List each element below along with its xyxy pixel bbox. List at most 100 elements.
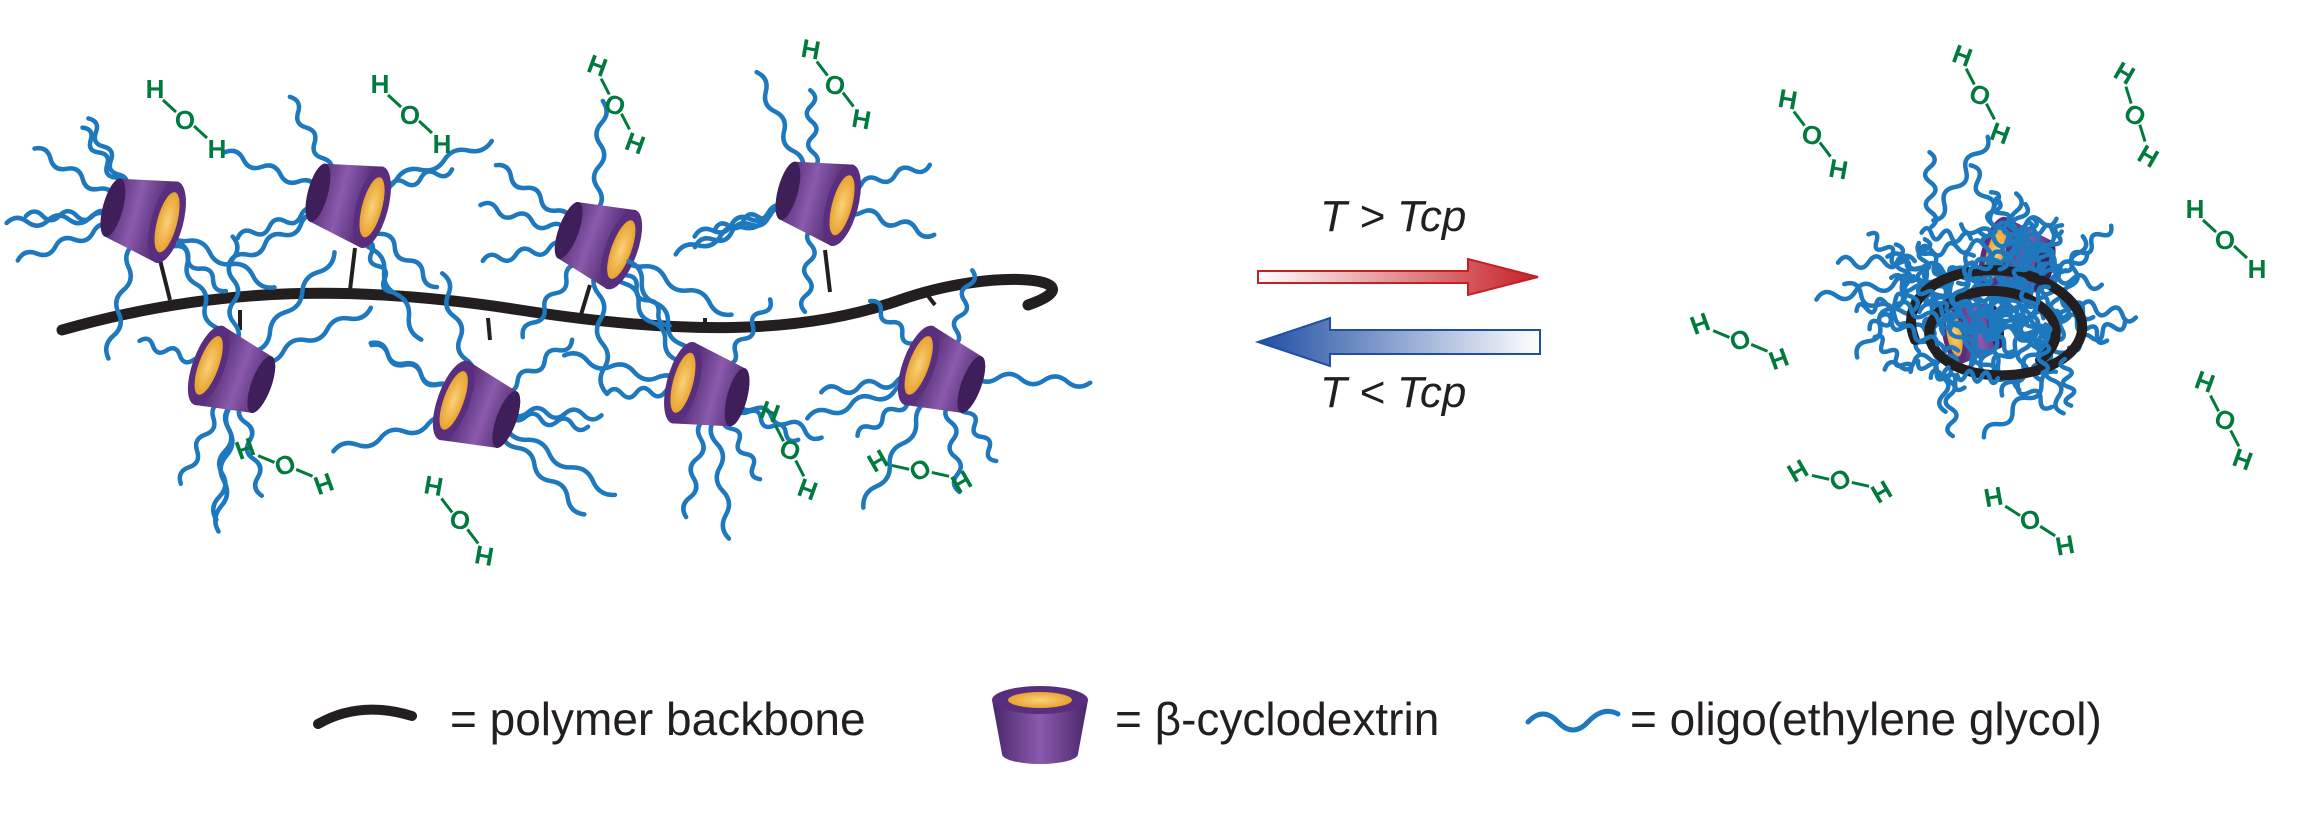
- water-molecule: OHH: [231, 431, 338, 501]
- cyclodextrin-icon: [775, 161, 861, 247]
- oeg-chain: [1915, 237, 1933, 295]
- cyclodextrin-narrow-end: [554, 202, 583, 259]
- oeg-chain: [735, 399, 824, 442]
- cyclodextrin-cavity: [359, 177, 385, 238]
- cyclodextrin-icon: [432, 360, 521, 448]
- water-bond: [2039, 525, 2056, 538]
- water-hydrogen: H: [850, 103, 874, 136]
- oeg-chain: [1948, 293, 2003, 333]
- water-bond: [2201, 218, 2218, 234]
- water-hydrogen: H: [583, 48, 611, 83]
- oeg-chain: [1976, 302, 2072, 333]
- legend-backbone-icon: [313, 704, 417, 729]
- oeg-chain: [591, 98, 609, 213]
- oeg-chain: [480, 240, 568, 264]
- oeg-chain: [222, 148, 320, 192]
- oeg-chain: [23, 208, 113, 223]
- cyclodextrin-icon: [897, 325, 986, 413]
- water-molecule: OHH: [2109, 55, 2164, 173]
- water-bond: [161, 98, 178, 114]
- oeg-chain: [721, 413, 763, 482]
- legend-oeg-label: = oligo(ethylene glycol): [1630, 693, 2102, 745]
- oeg-chain: [861, 398, 932, 510]
- oeg-chain: [1915, 240, 1962, 299]
- oeg-chain: [503, 423, 618, 498]
- water-hydrogen: H: [2053, 529, 2077, 562]
- water-hydrogen: H: [1827, 153, 1851, 186]
- oeg-chain: [1916, 238, 1986, 258]
- oeg-chain: [1872, 333, 1914, 375]
- oeg-chain: [609, 262, 681, 363]
- oeg-chain: [2035, 223, 2065, 276]
- oeg-chain: [804, 87, 821, 171]
- oeg-chain: [561, 351, 684, 386]
- cyclodextrin-cavity: [1008, 692, 1072, 708]
- cyclodextrin-narrow-end: [100, 178, 126, 237]
- water-oxygen: O: [400, 100, 420, 130]
- legend-backbone-label: = polymer backbone: [450, 693, 866, 745]
- oeg-chain: [498, 428, 587, 517]
- oeg-chain: [213, 402, 235, 534]
- oeg-chain: [754, 69, 806, 174]
- oeg-chain: [520, 261, 580, 340]
- oeg-chain: [1866, 230, 1912, 272]
- oeg-chain: [235, 205, 319, 241]
- oeg-chain: [956, 398, 999, 464]
- oeg-chain: [1980, 196, 2003, 263]
- water-molecule: OHH: [583, 48, 649, 160]
- water-bond: [417, 119, 434, 135]
- oeg-chain: [950, 268, 978, 349]
- water-bond: [774, 424, 785, 442]
- oeg-chain: [226, 211, 322, 267]
- water-molecule: OHH: [422, 469, 496, 572]
- water-molecule: OHH: [1948, 38, 2014, 151]
- oeg-chain: [493, 162, 574, 225]
- oeg-chain: [236, 402, 265, 498]
- cyclodextrin-narrow-end: [492, 391, 521, 448]
- cyclodextrin-cavity: [154, 192, 180, 253]
- linker: [823, 249, 832, 293]
- oeg-chain: [501, 337, 575, 395]
- cyclodextrin-icon: [664, 341, 750, 427]
- water-oxygen: O: [2119, 97, 2152, 133]
- water-oxygen: O: [775, 432, 804, 467]
- water-bond: [257, 454, 276, 464]
- cyclodextrin-icon: [100, 178, 186, 264]
- water-bond: [2138, 124, 2147, 143]
- water-bond: [440, 497, 454, 514]
- cyclodextrin-cavity: [194, 336, 223, 395]
- water-bond: [841, 91, 855, 108]
- oeg-chain: [226, 234, 242, 348]
- water-oxygen: O: [2210, 402, 2239, 437]
- water-hydrogen: H: [1986, 116, 2014, 151]
- water-oxygen: O: [2017, 503, 2042, 536]
- oeg-chain: [1877, 312, 1940, 347]
- water-hydrogen: H: [2186, 194, 2205, 224]
- polymer-backbone: [56, 273, 1058, 336]
- water-hydrogen: H: [794, 472, 822, 507]
- oeg-chain: [1962, 317, 2017, 355]
- water-hydrogen: H: [2109, 55, 2140, 90]
- oeg-chain: [708, 417, 732, 541]
- water-oxygen: O: [1965, 77, 1994, 112]
- oeg-chain: [724, 297, 774, 368]
- oeg-chain: [364, 218, 440, 290]
- water-molecule: OHH: [146, 74, 227, 164]
- oeg-chain: [507, 411, 591, 433]
- water-bond: [2232, 244, 2249, 260]
- water-hydrogen: H: [208, 134, 227, 164]
- water-oxygen: O: [270, 447, 299, 482]
- water-bond: [192, 124, 209, 140]
- oeg-chain: [1919, 225, 1974, 244]
- oeg-chain: [2015, 215, 2039, 272]
- oeg-chain: [2016, 276, 2049, 340]
- cyclodextrin-cavity: [607, 220, 636, 279]
- oeg-chain: [841, 204, 937, 239]
- oeg-chain: [1927, 299, 1994, 342]
- legend-cyclodextrin-icon: [992, 686, 1088, 764]
- oeg-chain: [1922, 149, 1939, 230]
